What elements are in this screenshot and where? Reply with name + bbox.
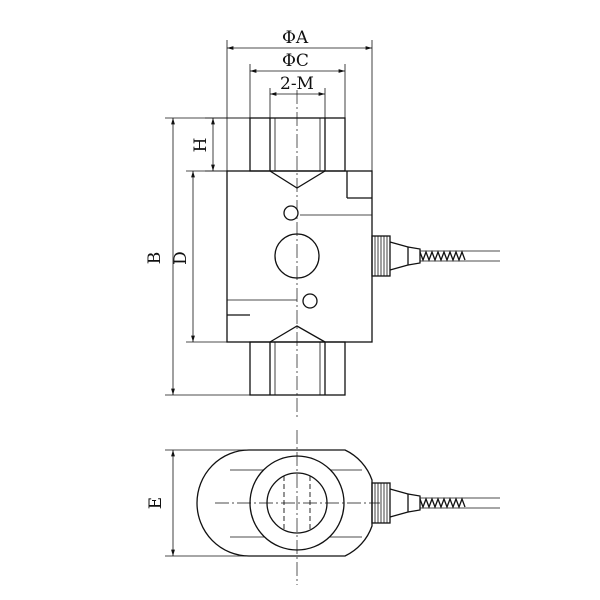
top-view-cable-gland [371,482,421,524]
dimension-h: H [191,117,250,172]
top-view-outer-ring [249,455,345,551]
strain-hole-lower [302,293,318,309]
cable [419,250,500,262]
dimension-thread-m: 2-M [269,74,326,118]
bottom-mounting-block [249,341,346,396]
strain-hole-upper [283,205,299,221]
cable-gland [371,235,421,277]
dimension-phi-c: ΦC [249,51,346,118]
front-view [226,90,500,418]
d-label: D [171,251,191,265]
top-view-cable [419,497,500,509]
phi-c-label: ΦC [282,51,309,71]
top-view [196,430,500,585]
dimension-e: E [146,449,249,557]
b-label: B [145,252,165,265]
h-label: H [191,138,211,153]
dimension-phi-a: ΦA [226,28,373,171]
bottom-thread-cone [269,325,326,343]
dimension-d: D [171,170,250,343]
thread-label: 2-M [280,74,314,94]
top-thread-cone [269,170,326,189]
top-view-inner-bore [266,472,328,534]
center-bore [274,233,320,279]
load-cell-body [226,170,373,343]
e-label: E [146,497,166,509]
dimension-b: B [145,117,250,396]
phi-a-label: ΦA [282,28,309,48]
top-view-outline [196,449,373,557]
top-mounting-block [249,117,346,172]
